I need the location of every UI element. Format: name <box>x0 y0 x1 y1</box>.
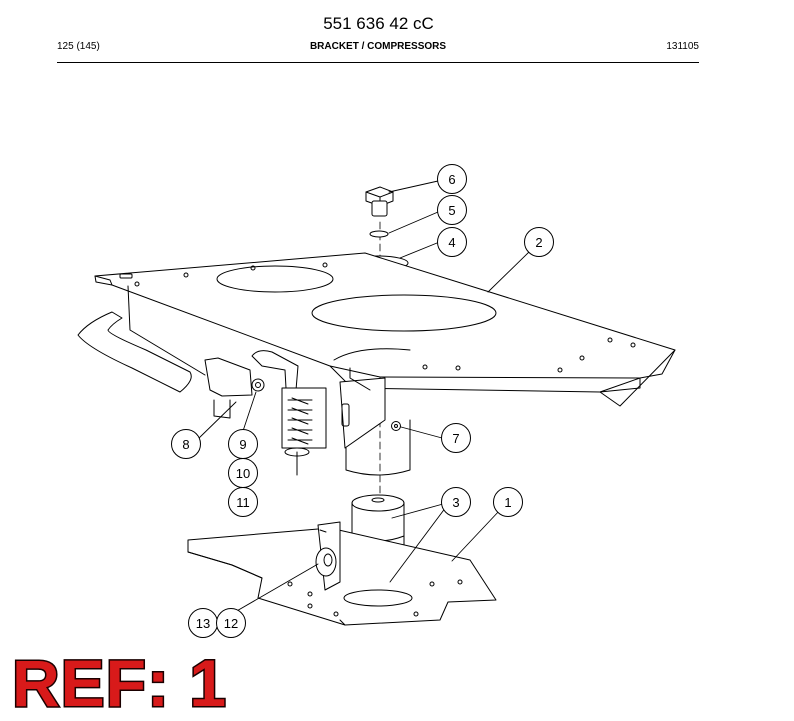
callout-8-label: 8 <box>182 437 189 452</box>
callout-4: 4 <box>437 227 467 257</box>
callout-7-label: 7 <box>452 431 459 446</box>
document-number: 551 636 42 cC <box>323 14 434 33</box>
callout-3: 3 <box>441 487 471 517</box>
callout-3-label: 3 <box>452 495 459 510</box>
small-nut-part <box>391 421 401 431</box>
upper-bracket-plate <box>94 252 676 407</box>
callout-5-label: 5 <box>448 203 455 218</box>
callout-6-label: 6 <box>448 172 455 187</box>
callout-10-label: 10 <box>236 466 250 481</box>
washer-part <box>369 230 389 238</box>
callout-7: 7 <box>441 423 471 453</box>
callout-9-label: 9 <box>239 437 246 452</box>
callout-13-label: 13 <box>196 616 210 631</box>
lever-handle <box>77 311 253 419</box>
callout-6: 6 <box>437 164 467 194</box>
callout-10: 10 <box>228 458 258 488</box>
reference-label: REF: 1 <box>10 646 228 720</box>
callout-1-label: 1 <box>504 495 511 510</box>
header-row: 125 (145) BRACKET / COMPRESSORS 131105 <box>57 41 699 55</box>
callout-11: 11 <box>228 487 258 517</box>
callout-4-label: 4 <box>448 235 455 250</box>
callout-2-label: 2 <box>535 235 542 250</box>
callout-13: 13 <box>188 608 218 638</box>
callout-1: 1 <box>493 487 523 517</box>
lower-bracket-plate <box>187 521 497 626</box>
spring-pin-assembly <box>251 350 327 476</box>
callout-2: 2 <box>524 227 554 257</box>
section-title: BRACKET / COMPRESSORS <box>309 41 447 52</box>
callout-12: 12 <box>216 608 246 638</box>
callout-9: 9 <box>228 429 258 459</box>
leader-lines <box>196 180 530 613</box>
callout-11-label: 11 <box>236 495 250 510</box>
page-reference: 125 (145) <box>57 41 100 52</box>
bolt-part <box>365 186 394 217</box>
callout-12-label: 12 <box>224 616 238 631</box>
date-code: 131105 <box>666 41 699 52</box>
callout-5: 5 <box>437 195 467 225</box>
header-divider <box>57 62 699 63</box>
callout-8: 8 <box>171 429 201 459</box>
upper-bracket-side <box>339 367 411 476</box>
